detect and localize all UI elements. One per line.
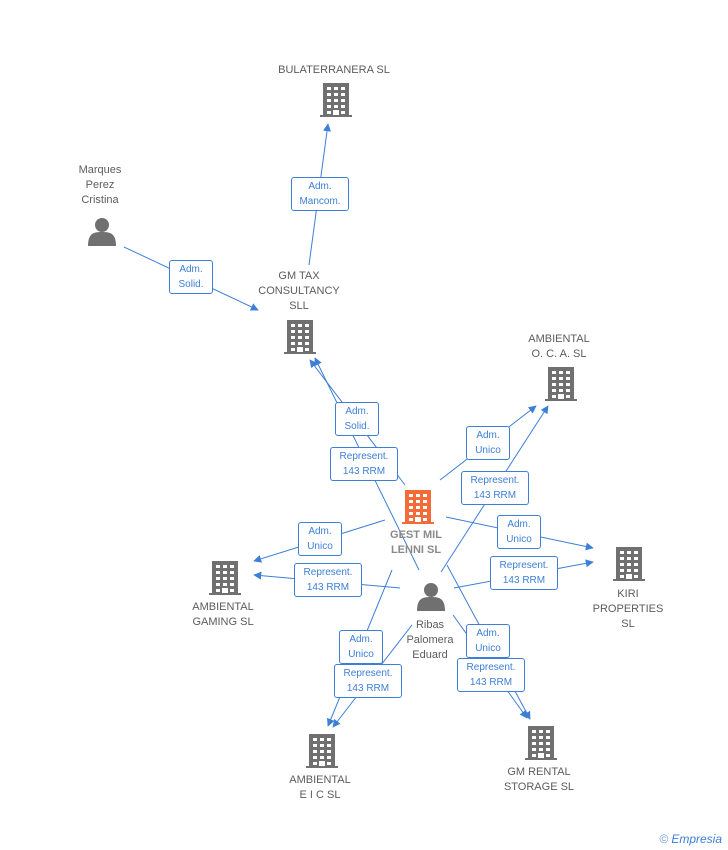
edge-label-ribas-to-gmtax: Represent. 143 RRM — [330, 447, 398, 481]
building-icon-gestmil[interactable] — [402, 490, 434, 524]
edge-label-ribas-to-ambiental_oca: Represent. 143 RRM — [461, 471, 529, 505]
watermark: ©Empresia — [659, 832, 722, 846]
edge-label-marques-to-gmtax: Adm. Solid. — [169, 260, 213, 294]
building-icon-ambiental_gaming[interactable] — [209, 561, 241, 595]
node-label-gestmil[interactable]: GEST MIL LENNI SL — [390, 529, 442, 556]
node-label-marques[interactable]: Marques Perez Cristina — [78, 164, 122, 206]
node-label-gmrental[interactable]: GM RENTAL STORAGE SL — [503, 766, 575, 793]
node-label-gmtax[interactable]: GM TAX CONSULTANCY SLL — [258, 270, 340, 312]
building-icon-gmrental[interactable] — [525, 726, 557, 760]
building-icon-ambiental_eic[interactable] — [306, 734, 338, 768]
person-icon-marques[interactable] — [88, 218, 116, 246]
node-label-ambiental_gaming[interactable]: AMBIENTAL GAMING SL — [192, 601, 254, 628]
brand-name: Empresia — [671, 832, 722, 846]
edge-label-ribas-to-ambiental_eic: Adm. Unico — [339, 630, 383, 664]
copyright-icon: © — [659, 832, 669, 846]
building-icon-gmtax[interactable] — [284, 320, 316, 354]
node-label-kiri[interactable]: KIRI PROPERTIES SL — [592, 588, 664, 630]
node-label-bulaterranera[interactable]: BULATERRANERA SL — [278, 64, 390, 76]
building-icon-kiri[interactable] — [613, 547, 645, 581]
edge-label-ribas-to-kiri: Represent. 143 RRM — [490, 556, 558, 590]
edge-label-gestmil-to-gmrental: Adm. Unico — [466, 624, 510, 658]
edge-label-gestmil-to-gmtax: Adm. Solid. — [335, 402, 379, 436]
edge-label-gestmil-to-ambiental_gaming: Adm. Unico — [298, 522, 342, 556]
building-icon-bulaterranera[interactable] — [320, 83, 352, 117]
edge-label-gmtax-to-bulaterranera: Adm. Mancom. — [291, 177, 349, 211]
person-icon-ribas[interactable] — [417, 583, 445, 611]
edge-label-gestmil-to-ambiental_eic: Represent. 143 RRM — [334, 664, 402, 698]
node-label-ribas[interactable]: Ribas Palomera Eduard — [406, 619, 454, 661]
edge-label-ribas-to-ambiental_gaming: Represent. 143 RRM — [294, 563, 362, 597]
node-label-ambiental_oca[interactable]: AMBIENTAL O. C. A. SL — [528, 333, 590, 360]
node-label-ambiental_eic[interactable]: AMBIENTAL E I C SL — [289, 774, 351, 801]
edge-label-gestmil-to-ambiental_oca: Adm. Unico — [466, 426, 510, 460]
building-icon-ambiental_oca[interactable] — [545, 367, 577, 401]
edge-label-gestmil-to-kiri: Adm. Unico — [497, 515, 541, 549]
edge-label-ribas-to-gmrental: Represent. 143 RRM — [457, 658, 525, 692]
